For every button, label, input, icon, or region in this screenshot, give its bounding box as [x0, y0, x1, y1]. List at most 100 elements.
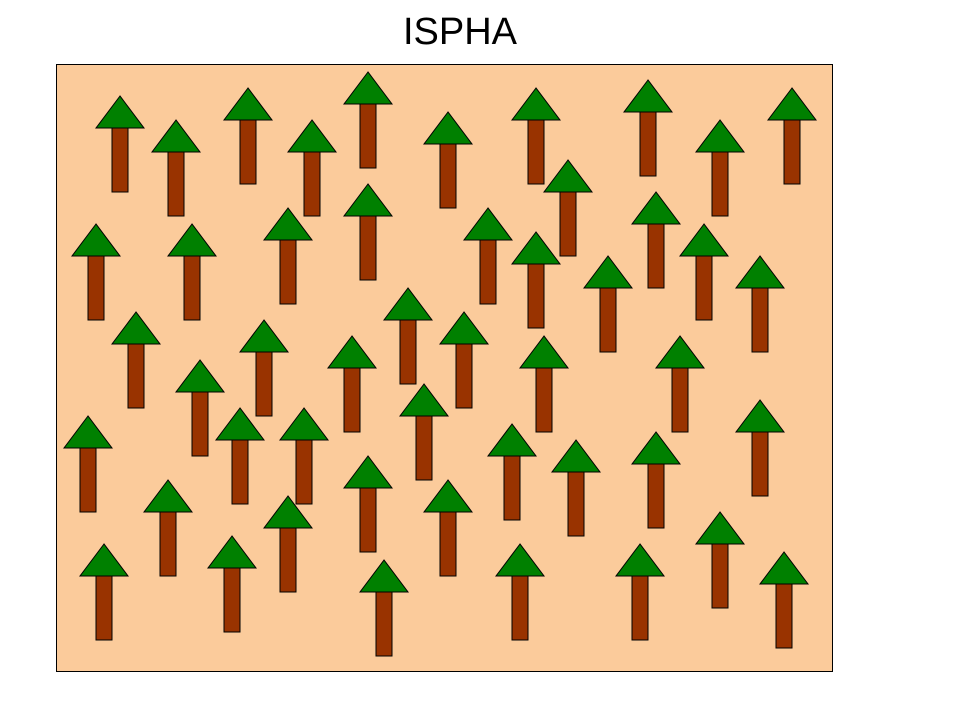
tree-canopy [735, 399, 785, 433]
tree-canopy [655, 335, 705, 369]
tree-trunk [775, 581, 793, 649]
tree-icon [735, 255, 785, 353]
slide-title: ISPHA [402, 11, 518, 53]
tree-trunk [439, 509, 457, 577]
tree-trunk [359, 101, 377, 169]
tree-canopy [343, 183, 393, 217]
tree-canopy [279, 407, 329, 441]
tree-trunk [359, 213, 377, 281]
tree-trunk [559, 189, 577, 257]
tree-trunk [527, 117, 545, 185]
tree-canopy [463, 207, 513, 241]
tree-icon [327, 335, 377, 433]
tree-trunk [455, 341, 473, 409]
tree-canopy [207, 535, 257, 569]
tree-trunk [647, 461, 665, 529]
tree-icon [759, 551, 809, 649]
tree-canopy [239, 319, 289, 353]
tree-icon [399, 383, 449, 481]
tree-canopy [95, 95, 145, 129]
tree-canopy [551, 439, 601, 473]
tree-canopy [631, 191, 681, 225]
tree-trunk [639, 109, 657, 177]
tree-icon [343, 183, 393, 281]
tree-trunk [167, 149, 185, 217]
tree-canopy [151, 119, 201, 153]
tree-canopy [487, 423, 537, 457]
tree-icon [95, 95, 145, 193]
tree-canopy [71, 223, 121, 257]
tree-canopy [511, 87, 561, 121]
tree-icon [383, 287, 433, 385]
tree-canopy [399, 383, 449, 417]
tree-canopy [287, 119, 337, 153]
tree-trunk [479, 237, 497, 305]
tree-canopy [327, 335, 377, 369]
tree-icon [111, 311, 161, 409]
tree-icon [71, 223, 121, 321]
tree-trunk [711, 149, 729, 217]
tree-trunk [415, 413, 433, 481]
tree-icon [551, 439, 601, 537]
tree-trunk [231, 437, 249, 505]
tree-icon [239, 319, 289, 417]
tree-icon [167, 223, 217, 321]
tree-trunk [279, 525, 297, 593]
tree-canopy [263, 207, 313, 241]
tree-trunk [279, 237, 297, 305]
tree-icon [695, 119, 745, 217]
tree-icon [343, 71, 393, 169]
tree-canopy [439, 311, 489, 345]
tree-canopy [519, 335, 569, 369]
tree-trunk [111, 125, 129, 193]
tree-icon [215, 407, 265, 505]
tree-icon [511, 87, 561, 185]
tree-canopy [679, 223, 729, 257]
tree-trunk [223, 565, 241, 633]
tree-trunk [711, 541, 729, 609]
tree-trunk [503, 453, 521, 521]
tree-icon [519, 335, 569, 433]
tree-icon [487, 423, 537, 521]
tree-canopy [615, 543, 665, 577]
tree-icon [423, 111, 473, 209]
tree-trunk [255, 349, 273, 417]
tree-canopy [495, 543, 545, 577]
tree-canopy [631, 431, 681, 465]
tree-trunk [647, 221, 665, 289]
tree-trunk [631, 573, 649, 641]
tree-canopy [583, 255, 633, 289]
tree-icon [279, 407, 329, 505]
tree-trunk [695, 253, 713, 321]
tree-trunk [439, 141, 457, 209]
tree-trunk [343, 365, 361, 433]
tree-icon [79, 543, 129, 641]
tree-icon [207, 535, 257, 633]
tree-canopy [263, 495, 313, 529]
tree-trunk [87, 253, 105, 321]
tree-canopy [111, 311, 161, 345]
tree-canopy [215, 407, 265, 441]
tree-icon [223, 87, 273, 185]
tree-trunk [183, 253, 201, 321]
tree-trunk [127, 341, 145, 409]
tree-trunk [599, 285, 617, 353]
tree-icon [767, 87, 817, 185]
tree-trunk [527, 261, 545, 329]
tree-trunk [511, 573, 529, 641]
tree-canopy [143, 479, 193, 513]
tree-icon [151, 119, 201, 217]
tree-trunk [375, 589, 393, 657]
tree-trunk [95, 573, 113, 641]
tree-canopy [423, 479, 473, 513]
tree-canopy [343, 455, 393, 489]
tree-icon [615, 543, 665, 641]
tree-canopy [695, 511, 745, 545]
tree-icon [287, 119, 337, 217]
tree-canopy [543, 159, 593, 193]
tree-trunk [783, 117, 801, 185]
tree-icon [143, 479, 193, 577]
tree-canopy [759, 551, 809, 585]
tree-canopy [343, 71, 393, 105]
tree-canopy [359, 559, 409, 593]
